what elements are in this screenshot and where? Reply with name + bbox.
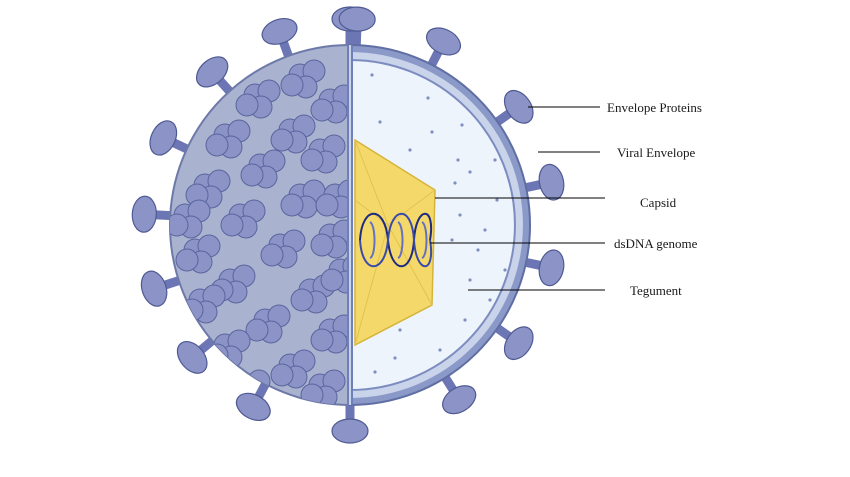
surface-protein (310, 233, 334, 257)
tegument-particle (483, 228, 487, 232)
envelope-protein-head (235, 392, 271, 422)
tegument-particle (488, 298, 492, 302)
tegument-particle (453, 181, 457, 185)
envelope-protein-head (538, 163, 565, 201)
envelope-protein-heads (131, 6, 565, 444)
label-tegument: Tegument (630, 283, 682, 298)
surface-protein (280, 193, 304, 217)
surface-protein (310, 98, 334, 122)
surface-protein (270, 363, 294, 387)
surface-protein (235, 93, 259, 117)
envelope-protein-head (176, 341, 208, 374)
envelope-protein-head (538, 249, 565, 287)
envelope-protein-head (331, 418, 369, 444)
envelope-protein-head (442, 385, 477, 415)
surface-protein (175, 248, 199, 272)
tegument-particle (430, 130, 434, 134)
tegument-particle (495, 198, 499, 202)
label-dsdna-genome: dsDNA genome (614, 236, 698, 251)
tegument-particle (476, 248, 480, 252)
label-viral-envelope: Viral Envelope (617, 145, 696, 160)
tegument-particle (373, 370, 377, 374)
tegument-particle (370, 73, 374, 77)
tegument-particle (438, 348, 442, 352)
tegument-particle (408, 148, 412, 152)
surface-protein (205, 133, 229, 157)
tegument-particle (398, 328, 402, 332)
leader-lines (430, 106, 605, 291)
surface-protein (280, 73, 304, 97)
surface-protein (270, 128, 294, 152)
surface-protein (170, 213, 189, 237)
envelope-protein-head (503, 89, 534, 124)
surface-protein (320, 268, 344, 292)
tegument-particle (493, 158, 497, 162)
envelope-protein-head (261, 17, 298, 45)
tegument-particle (450, 238, 454, 242)
surface-protein (180, 298, 204, 322)
surface-protein (315, 193, 339, 217)
capsid-shape (354, 138, 436, 347)
envelope-protein-head (503, 326, 534, 361)
envelope-protein-head (338, 6, 376, 32)
tegument-particle (503, 268, 507, 272)
surface-protein (245, 318, 269, 342)
tegument-particle (463, 318, 467, 322)
tegument-particle (426, 96, 430, 100)
surface-protein (220, 213, 244, 237)
envelope-protein-head (140, 270, 168, 307)
surface-protein (240, 163, 264, 187)
label-envelope-proteins: Envelope Proteins (607, 100, 702, 115)
envelope-protein-head (195, 56, 229, 88)
tegument-particle (378, 120, 382, 124)
envelope-protein-head (425, 27, 462, 56)
dsdna-helix (359, 212, 433, 268)
tegument-particle (468, 170, 472, 174)
label-capsid: Capsid (640, 195, 677, 210)
surface-protein (260, 243, 284, 267)
tegument-particle (460, 123, 464, 127)
envelope-protein-head (149, 120, 178, 156)
tegument-particle (458, 213, 462, 217)
tegument-particle (456, 158, 460, 162)
surface-protein (290, 288, 314, 312)
tegument-particle (393, 356, 397, 360)
tegument-particle (468, 278, 472, 282)
surface-protein (300, 148, 324, 172)
surface-protein (310, 328, 334, 352)
envelope-protein-head (131, 195, 157, 233)
